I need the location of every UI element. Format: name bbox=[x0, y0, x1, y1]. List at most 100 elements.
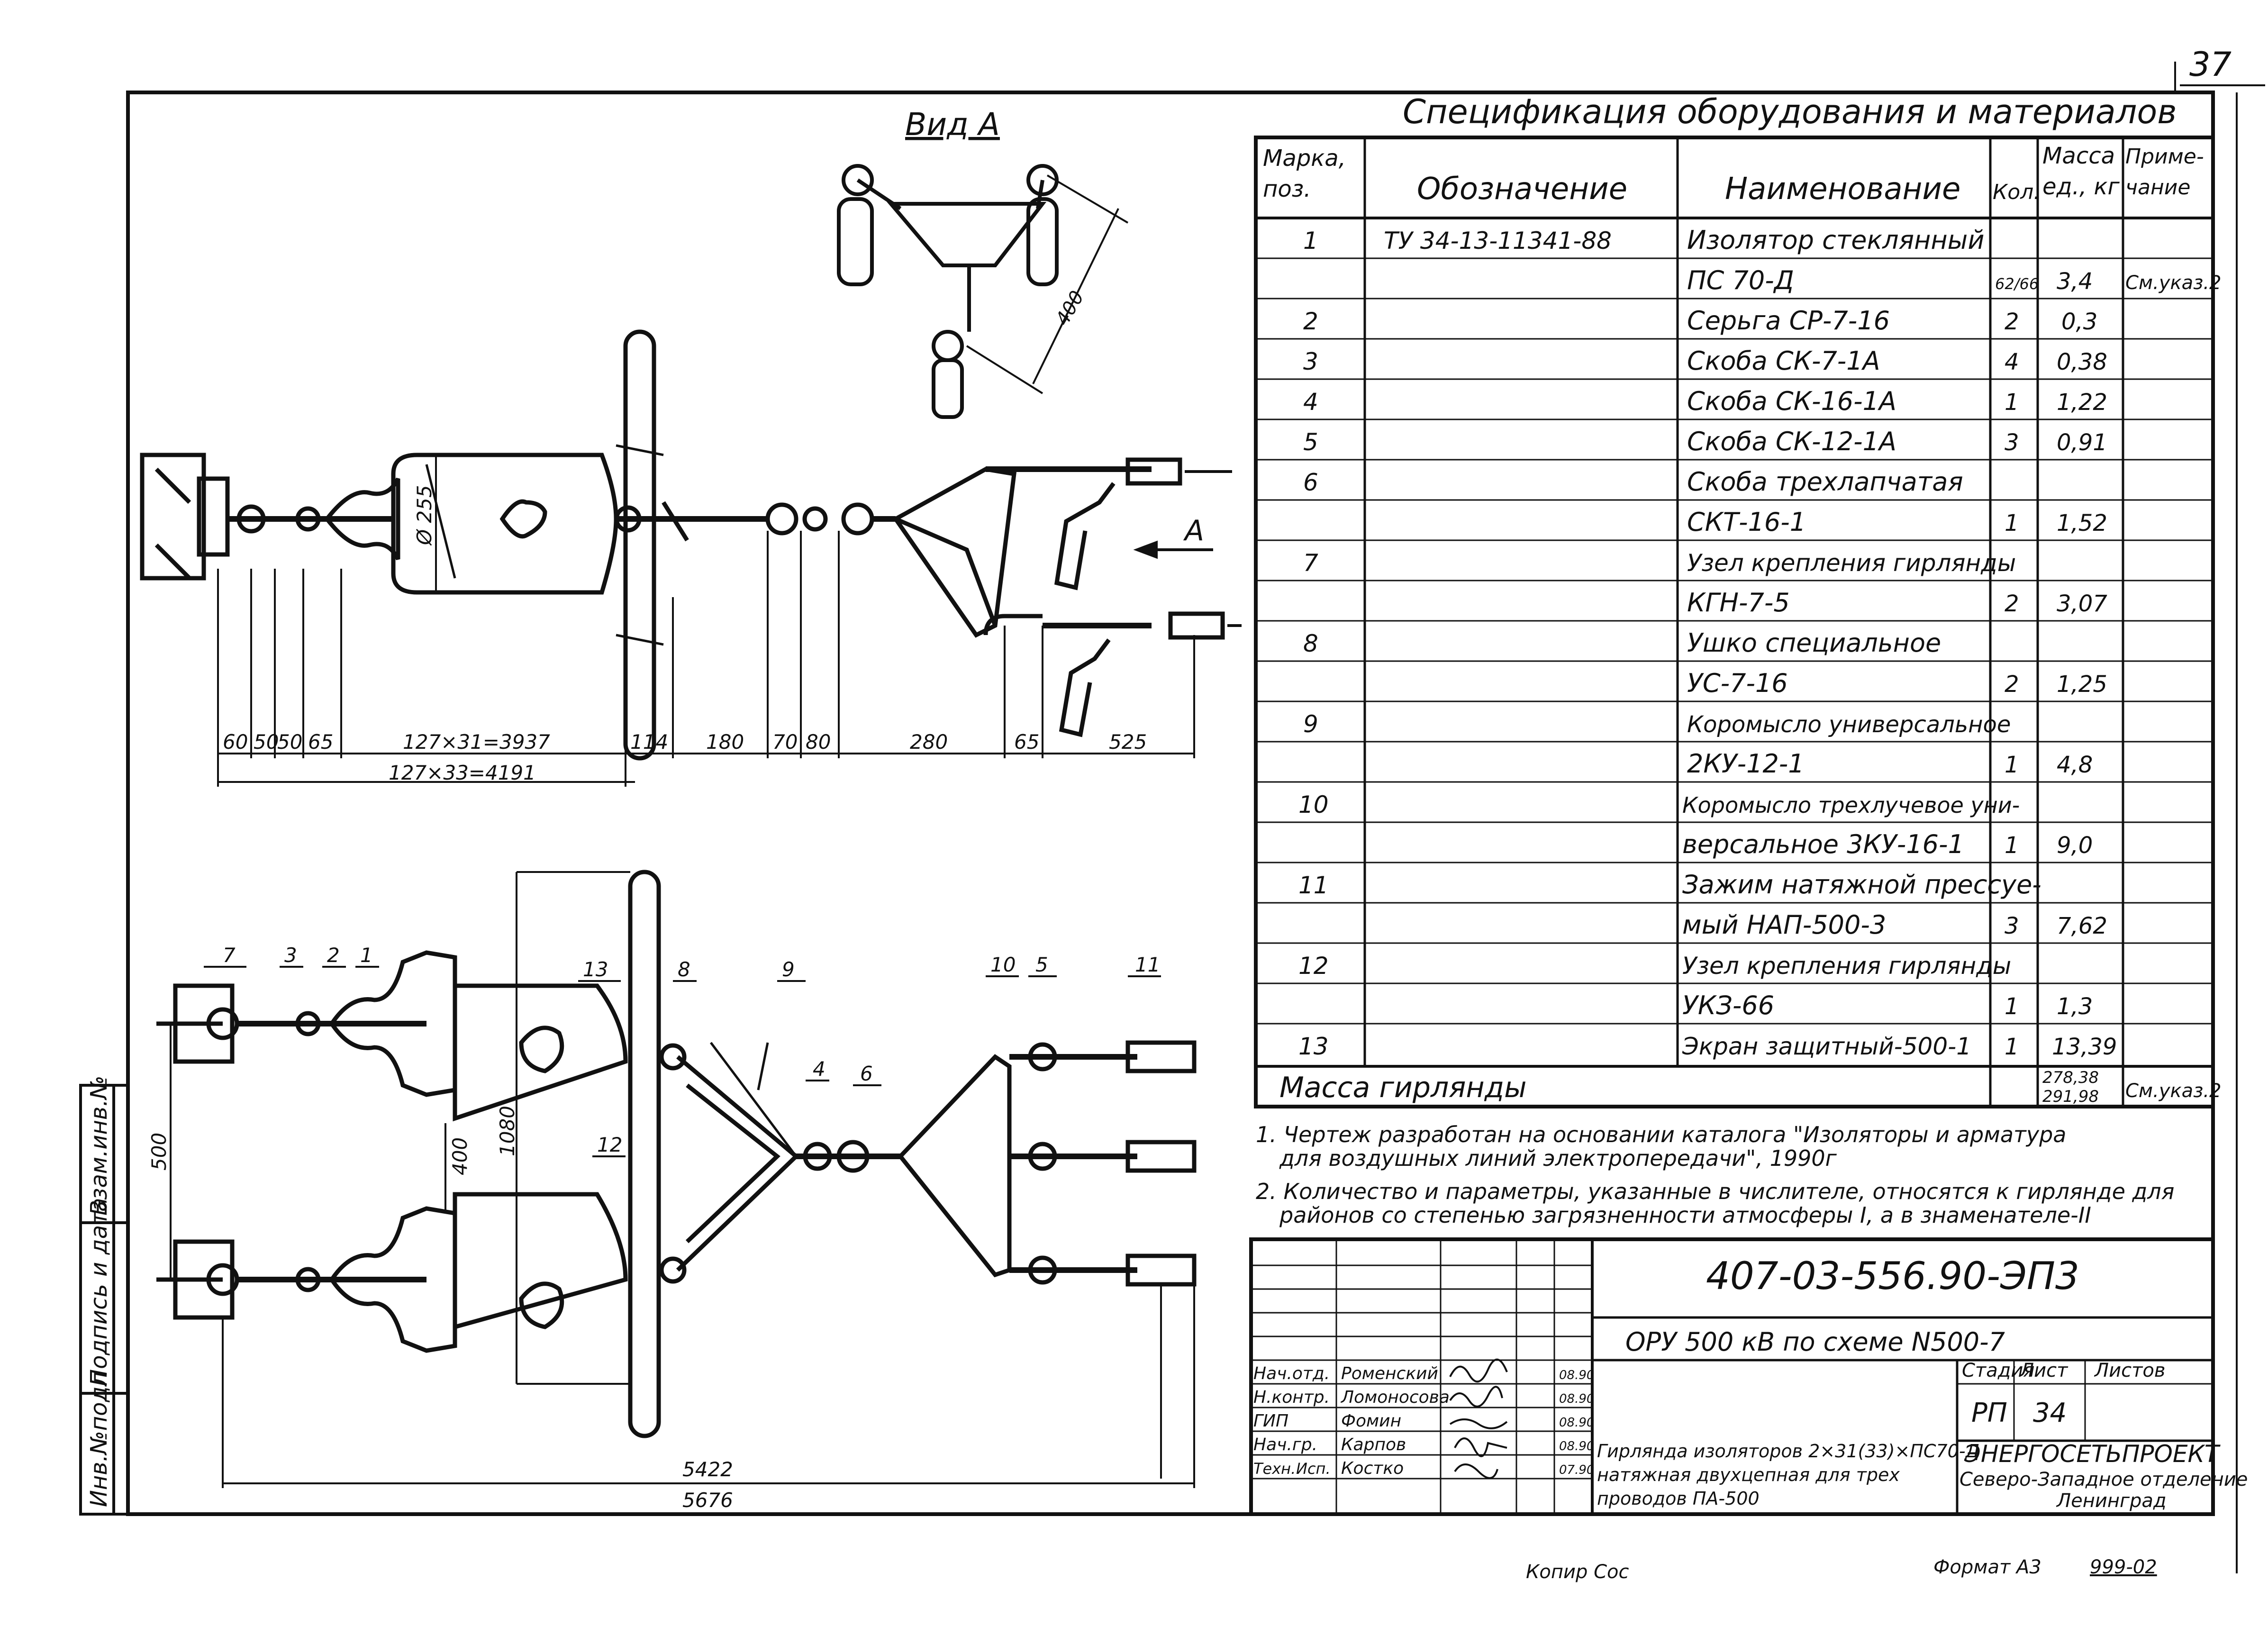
desc-1: Гирлянда изоляторов 2×31(33)×ПС70-Д bbox=[1597, 1441, 1979, 1462]
sheet-number: 37 bbox=[2189, 45, 2232, 84]
row-6-pos: 5 bbox=[1303, 428, 1318, 456]
stage-header: Стадия bbox=[1962, 1360, 2034, 1381]
row-12-qty: 2 bbox=[2005, 671, 2019, 698]
row-7-pos: 6 bbox=[1303, 469, 1318, 496]
row-19-name: Узел крепления гирлянды bbox=[1682, 952, 2011, 980]
row-20-qty: 1 bbox=[2005, 993, 2019, 1020]
row-8-mass: 1,52 bbox=[2057, 510, 2107, 536]
row-11-pos: 8 bbox=[1303, 630, 1318, 657]
svg-text:Костко: Костко bbox=[1341, 1459, 1404, 1478]
row-14-name: 2КУ-12-1 bbox=[1687, 749, 1805, 779]
top-view-drawing bbox=[140, 329, 1242, 761]
row-14-mass: 4,8 bbox=[2057, 752, 2093, 778]
callout-10: 10 bbox=[990, 953, 1016, 976]
svg-text:ГИП: ГИП bbox=[1253, 1411, 1288, 1431]
row-2-note: См.указ.2 bbox=[2125, 272, 2222, 294]
spec-header-note-2: чание bbox=[2125, 175, 2190, 200]
view-arrow bbox=[1133, 540, 1213, 559]
row-10-mass: 3,07 bbox=[2057, 590, 2107, 617]
title-block-grid bbox=[1249, 1237, 2215, 1516]
spec-header-note-1: Приме- bbox=[2125, 145, 2204, 169]
object-title: ОРУ 500 кВ по схеме N500-7 bbox=[1625, 1327, 2005, 1357]
row-21-mass: 13,39 bbox=[2052, 1034, 2117, 1060]
row-4-mass: 0,38 bbox=[2057, 349, 2107, 375]
row-18-mass: 7,62 bbox=[2057, 913, 2107, 939]
dim-5422: 5422 bbox=[682, 1458, 733, 1481]
row-10-name: КГН-7-5 bbox=[1687, 588, 1790, 618]
callout-3: 3 bbox=[284, 944, 297, 967]
svg-text:08.90: 08.90 bbox=[1559, 1368, 1594, 1382]
row-16-qty: 1 bbox=[2005, 832, 2019, 859]
note-1b: для воздушных линий электропередачи", 19… bbox=[1279, 1145, 1837, 1171]
side-stamp-inv: Инв.№подл bbox=[86, 1372, 112, 1507]
callout-9: 9 bbox=[782, 958, 795, 981]
total-mass-1: 278,38 bbox=[2042, 1068, 2099, 1087]
view-label: Вид А bbox=[905, 106, 1000, 143]
row-16-mass: 9,0 bbox=[2057, 832, 2093, 859]
notes: 1. Чертеж разработан на основании катало… bbox=[1256, 1122, 2174, 1228]
dim-70: 70 bbox=[772, 730, 798, 754]
row-21-qty: 1 bbox=[2005, 1034, 2019, 1060]
row-5-pos: 4 bbox=[1303, 388, 1318, 416]
dim-5676: 5676 bbox=[682, 1489, 733, 1512]
svg-text:07.90: 07.90 bbox=[1559, 1463, 1594, 1477]
row-15-name: Коромысло трехлучевое уни- bbox=[1682, 792, 2020, 818]
org-3: Ленинград bbox=[2056, 1490, 2167, 1512]
dim-400: 400 bbox=[448, 1137, 472, 1175]
spec-header-code: Обозначение bbox=[1417, 172, 1627, 207]
row-19-pos: 12 bbox=[1298, 952, 1329, 980]
sheet-header: Лист bbox=[2019, 1360, 2068, 1381]
row-12-mass: 1,25 bbox=[2057, 671, 2107, 698]
row-6-qty: 3 bbox=[2005, 429, 2019, 456]
row-20-mass: 1,3 bbox=[2057, 993, 2093, 1020]
row-3-mass: 0,3 bbox=[2061, 309, 2097, 335]
callout-7: 7 bbox=[223, 944, 236, 967]
row-18-name: мый НАП-500-3 bbox=[1682, 910, 1886, 940]
callout-2: 2 bbox=[327, 944, 340, 967]
desc-3: проводов ПА-500 bbox=[1597, 1488, 1760, 1509]
dim-500: 500 bbox=[147, 1133, 171, 1171]
row-10-qty: 2 bbox=[2005, 590, 2019, 617]
row-5-mass: 1,22 bbox=[2057, 389, 2107, 416]
spec-header-qty: Кол. bbox=[1993, 180, 2040, 204]
svg-text:Роменский: Роменский bbox=[1341, 1364, 1438, 1383]
signatures bbox=[1449, 1358, 1508, 1479]
row-1-pos: 1 bbox=[1303, 227, 1318, 254]
title-block-staff: Нач.отд. Н.контр. ГИП Нач.гр. Техн. Исп.… bbox=[1253, 1364, 1594, 1478]
dim-60: 60 bbox=[223, 730, 248, 754]
doc-code: 407-03-556.90-ЭП3 bbox=[1706, 1254, 2079, 1298]
row-6-name: Скоба СК-12-1А bbox=[1687, 427, 1896, 456]
row-13-pos: 9 bbox=[1303, 710, 1318, 738]
row-1-code: ТУ 34-13-11341-88 bbox=[1384, 227, 1612, 254]
dim-180: 180 bbox=[706, 730, 744, 754]
callout-12: 12 bbox=[597, 1133, 622, 1156]
dim-phi255: Ø 255 bbox=[413, 485, 436, 546]
row-3-pos: 2 bbox=[1303, 308, 1318, 335]
svg-text:08.90: 08.90 bbox=[1559, 1416, 1594, 1430]
row-2-name: ПС 70-Д bbox=[1687, 265, 1794, 295]
callout-13: 13 bbox=[583, 958, 608, 981]
row-13-name: Коромысло универсальное bbox=[1687, 711, 2011, 738]
org-2: Северо-Западное отделение bbox=[1960, 1469, 2248, 1490]
row-20-name: УКЗ-66 bbox=[1682, 990, 1774, 1020]
row-18-qty: 3 bbox=[2005, 913, 2019, 939]
org-1: ЭНЕРГОСЕТЬПРОЕКТ bbox=[1964, 1440, 2221, 1468]
arrow-label: А bbox=[1183, 514, 1204, 547]
spec-header-name: Наименование bbox=[1725, 172, 1960, 207]
row-21-name: Экран защитный-500-1 bbox=[1682, 1033, 1971, 1060]
total-note: См.указ.2 bbox=[2125, 1080, 2222, 1102]
row-12-name: УС-7-16 bbox=[1687, 668, 1788, 698]
dim-65: 65 bbox=[308, 730, 333, 754]
spec-table-grid bbox=[1254, 136, 2215, 1108]
total-label: Масса гирлянды bbox=[1279, 1071, 1526, 1104]
dim-view-400: 400 bbox=[1052, 287, 1089, 329]
bottom-view-drawing bbox=[156, 870, 1197, 1438]
row-17-name: Зажим натяжной прессуе- bbox=[1682, 870, 2041, 899]
svg-text:Исп.: Исп. bbox=[1296, 1460, 1331, 1478]
svg-text:Нач.отд.: Нач.отд. bbox=[1253, 1364, 1330, 1383]
row-2-mass: 3,4 bbox=[2057, 268, 2093, 295]
row-3-name: Серьга СР-7-16 bbox=[1687, 306, 1890, 336]
svg-text:Нач.гр.: Нач.гр. bbox=[1253, 1435, 1317, 1454]
format-label: Формат А3 bbox=[1933, 1556, 2041, 1578]
dim-4191: 127×33=4191 bbox=[389, 761, 536, 784]
